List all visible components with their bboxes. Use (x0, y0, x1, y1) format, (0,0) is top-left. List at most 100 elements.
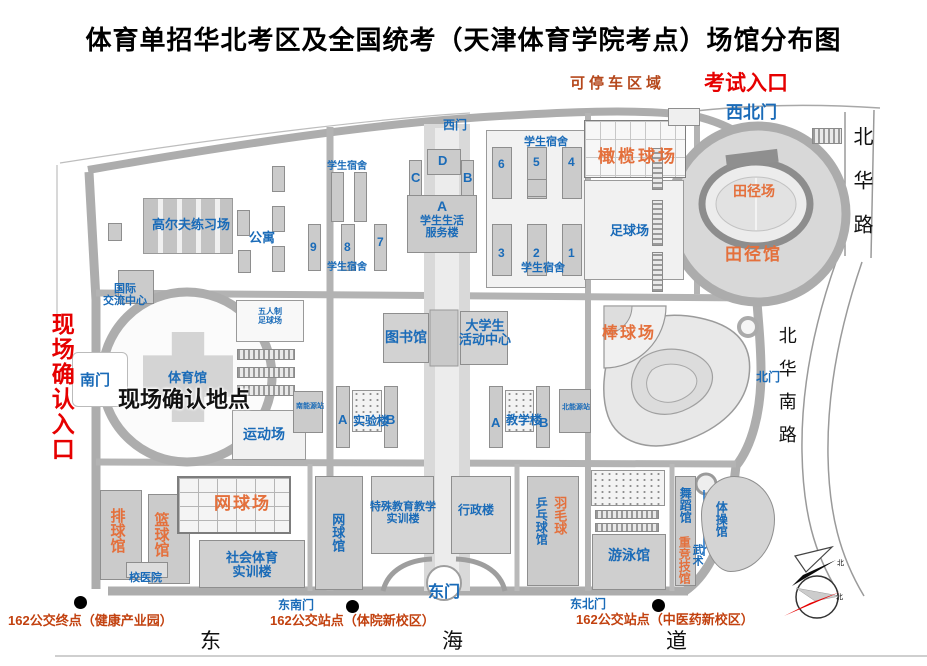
road-donghai-char: 东 (200, 629, 221, 653)
building-north-energy (559, 389, 591, 433)
unit-letter-a: A (338, 412, 348, 427)
building-dorm-1 (562, 224, 582, 276)
wushu-label: 武术 (691, 544, 704, 566)
building-service-A (407, 195, 477, 253)
social-sports-label-line1: 社会体育 (225, 550, 278, 565)
unit-letter-d: D (438, 153, 448, 168)
volleyball-gym-label: 排球馆 (108, 508, 126, 553)
parking-strip (652, 252, 663, 292)
gate-west: 西门 (443, 118, 468, 132)
building-dance-heavy-athletics (675, 476, 696, 586)
dorm-number-2: 2 (533, 246, 540, 260)
sports-field-label: 运动场 (243, 426, 285, 442)
onsite-confirm-location-label: 现场确认地点 (118, 387, 251, 412)
building-golf-range (143, 198, 233, 254)
parking-strip (595, 510, 659, 519)
building-teaching-B (536, 386, 550, 448)
building-hospital (126, 562, 168, 578)
stands (237, 367, 295, 378)
building-intl-center (118, 270, 154, 304)
gate-south: 南门 (80, 372, 111, 389)
bus-stop-dot (652, 599, 665, 612)
building-library (383, 313, 429, 363)
building-lab-B (384, 386, 398, 448)
golf-range-label: 高尔夫练习场 (152, 217, 231, 232)
building-dorm-center (527, 179, 547, 197)
dorm-label: 学生宿舍 (521, 262, 565, 274)
stands (237, 349, 295, 360)
road-beihua-label: 北华路 (850, 126, 872, 258)
dorm-number-7: 7 (377, 235, 384, 249)
building-apartment-slab (272, 166, 285, 192)
intl-center-label-line1: 国际 (114, 283, 136, 295)
building-swimming-gym (592, 534, 666, 590)
teaching-courtyard (505, 390, 534, 432)
building-northwest-gatehouse (668, 108, 700, 126)
south-gate-plaza (72, 352, 128, 407)
building-table-tennis-badminton (527, 476, 579, 586)
lab-courtyard (352, 390, 382, 432)
building-lab-A (336, 386, 350, 448)
gate-north: 北门 (756, 370, 781, 384)
dorm-number-6: 6 (498, 157, 505, 171)
unit-letter-b: B (463, 170, 473, 185)
building-apartment-slab (237, 210, 250, 236)
building-dorm-slab (331, 172, 344, 222)
parking-area-note: 可停车区域 (570, 75, 666, 92)
gymnasium-label: 体育馆 (168, 370, 208, 385)
building-dorm-3 (492, 224, 512, 276)
dorm-number-4: 4 (568, 155, 575, 169)
compass-north-label: 北 (837, 560, 844, 567)
futsal-field-label-line1: 五人制 (258, 307, 282, 316)
dorm-label: 学生宿舍 (327, 161, 367, 172)
parking-lot (591, 470, 665, 506)
gate-northwest: 西北门 (726, 103, 777, 122)
basketball-gym-label: 篮球馆 (152, 512, 170, 557)
bus-stop-dot (346, 600, 359, 613)
intl-center-label-line2: 交流中心 (103, 295, 147, 308)
parking-strip (652, 148, 663, 190)
gate-northeast: 东北门 (570, 597, 607, 611)
dorm-number-5: 5 (533, 155, 540, 169)
building-admin (451, 476, 511, 554)
parking-strip (595, 523, 659, 532)
south-energy-label: 南能源站 (296, 403, 324, 410)
parking-strip (812, 128, 842, 144)
tennis-gym-label: 网球馆 (330, 513, 346, 552)
service-building-label-line1: 学生生活 (420, 215, 464, 227)
dance-gym-label: 舞蹈馆 (678, 487, 693, 523)
track-field-label: 田径场 (733, 183, 775, 199)
road-donghai-char: 道 (666, 629, 687, 653)
dorm-number-9: 9 (310, 240, 317, 254)
dorm-label: 学生宿舍 (524, 136, 568, 148)
unit-letter-b: B (386, 412, 396, 427)
hospital-label: 校医院 (129, 572, 162, 584)
building-tennis-gym (315, 476, 363, 590)
road-beihua-south-label: 北华南路 (776, 326, 797, 458)
gate-east: 东门 (428, 584, 461, 601)
unit-letter-a: A (491, 415, 501, 430)
building-apartment-slab (272, 206, 285, 232)
futsal-field (236, 300, 304, 342)
dorm-label: 学生宿舍 (327, 262, 367, 273)
building-apartment-slab (272, 246, 285, 272)
bus-stop-dot (74, 596, 87, 609)
building-dorm-slab (354, 172, 367, 222)
futsal-field-label-line2: 足球场 (258, 315, 282, 325)
gate-southeast: 东南门 (278, 598, 315, 612)
page-title: 体育单招华北考区及全国统考（天津体育学院考点）场馆分布图 (85, 25, 842, 55)
building-small-west (108, 223, 122, 241)
student-center-label-line2: 活动中心 (458, 332, 511, 348)
building-student-center (460, 311, 508, 365)
road-donghai-char: 海 (442, 629, 463, 653)
football-field-label: 足球场 (610, 223, 650, 238)
rugby-field-label: 橄榄球场 (598, 147, 678, 166)
building-special-edu (371, 476, 434, 554)
admin-building-label: 行政楼 (458, 503, 495, 517)
building-teaching-A (489, 386, 503, 448)
unit-letter-b: B (539, 415, 549, 430)
unit-letter-c: C (411, 170, 421, 185)
special-edu-label-line1: 特殊教育教学 (370, 501, 436, 513)
lab-building-label: 实验楼 (353, 414, 390, 428)
parking-strip (652, 200, 663, 246)
